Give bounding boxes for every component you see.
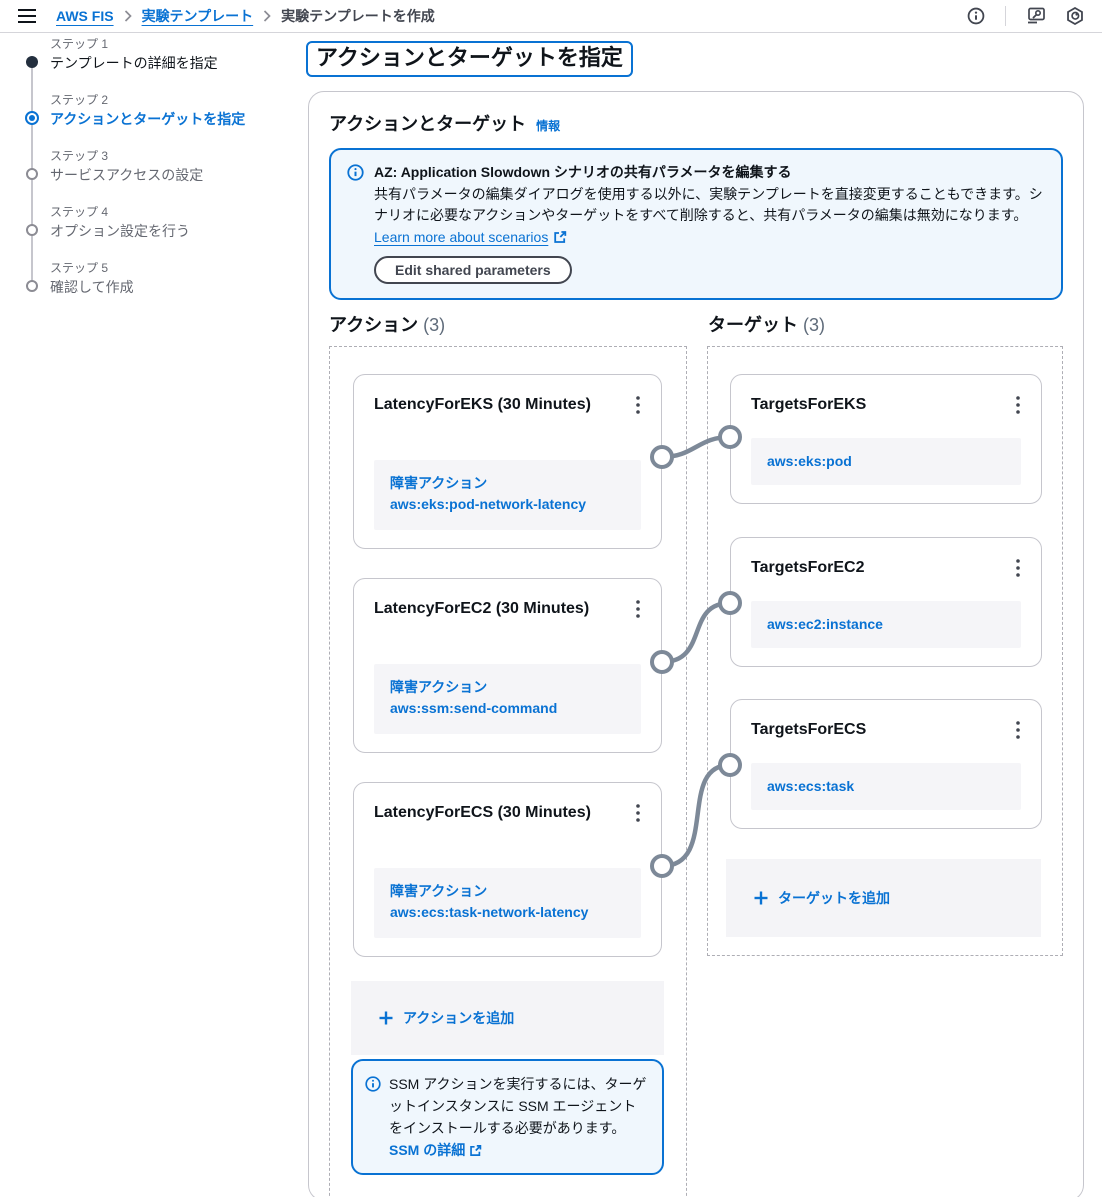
top-navigation-bar: AWS FIS 実験テンプレート 実験テンプレートを作成	[0, 0, 1102, 33]
action-type-value: aws:eks:pod-network-latency	[390, 496, 587, 512]
step-completed-dot-icon	[26, 56, 38, 68]
edit-shared-parameters-button[interactable]: Edit shared parameters	[374, 256, 572, 284]
external-link-icon	[554, 231, 567, 243]
external-link-icon	[470, 1145, 482, 1156]
step-title: サービスアクセスの設定	[50, 167, 204, 183]
plus-icon	[379, 1011, 393, 1025]
wizard-step-1: ステップ 1 テンプレートの詳細を指定	[26, 35, 296, 75]
step-label: ステップ 2	[50, 93, 109, 107]
action-card-title: LatencyForECS (30 Minutes)	[374, 804, 591, 821]
kebab-menu-icon[interactable]	[1009, 720, 1027, 740]
kebab-menu-icon[interactable]	[629, 803, 647, 823]
step-title: オプション設定を行う	[50, 223, 190, 239]
step-title: アクションとターゲットを指定	[50, 111, 246, 127]
breadcrumb-current-page: 実験テンプレートを作成	[281, 8, 435, 24]
info-circle-icon	[365, 1076, 381, 1161]
actions-container: LatencyForEKS (30 Minutes) 障害アクション aws:e…	[329, 346, 687, 1197]
info-circle-icon	[347, 164, 364, 284]
targets-container: TargetsForEKS aws:eks:pod TargetsForEC2 …	[707, 346, 1063, 956]
target-resource-type: aws:eks:pod	[767, 453, 852, 469]
action-card-title: LatencyForEC2 (30 Minutes)	[374, 600, 590, 617]
ssm-alert-text: SSM アクションを実行するには、ターゲットインスタンスに SSM エージェント…	[389, 1076, 647, 1158]
action-card-latency-for-eks[interactable]: LatencyForEKS (30 Minutes) 障害アクション aws:e…	[353, 374, 662, 549]
action-detail-box: 障害アクション aws:eks:pod-network-latency	[374, 460, 641, 530]
wizard-step-5: ステップ 5 確認して作成	[26, 259, 296, 299]
step-upcoming-circle-icon	[26, 280, 38, 292]
step-label: ステップ 1	[50, 37, 109, 51]
breadcrumb: AWS FIS 実験テンプレート 実験テンプレートを作成	[56, 6, 435, 26]
step-label: ステップ 4	[50, 205, 109, 219]
hamburger-menu-icon[interactable]	[14, 3, 40, 29]
wizard-step-4: ステップ 4 オプション設定を行う	[26, 203, 296, 243]
breadcrumb-separator-icon	[263, 10, 271, 22]
action-detail-box: 障害アクション aws:ssm:send-command	[374, 664, 641, 734]
wizard-steps-nav: ステップ 1 テンプレートの詳細を指定 ステップ 2 アクションとターゲットを指…	[25, 35, 296, 315]
alert-body: 共有パラメータの編集ダイアログを使用する以外に、実験テンプレートを直接変更するこ…	[374, 186, 1043, 223]
section-title: アクションとターゲット	[329, 114, 527, 134]
add-action-button[interactable]: アクションを追加	[351, 981, 664, 1055]
target-card-title: TargetsForEC2	[751, 559, 865, 576]
target-card-targets-for-eks[interactable]: TargetsForEKS aws:eks:pod	[730, 374, 1042, 504]
step-current-radio-icon	[25, 111, 39, 125]
target-card-targets-for-ecs[interactable]: TargetsForECS aws:ecs:task	[730, 699, 1042, 829]
scenario-info-alert: AZ: Application Slowdown シナリオの共有パラメータを編集…	[329, 148, 1063, 300]
add-target-button[interactable]: ターゲットを追加	[726, 859, 1041, 937]
step-label: ステップ 3	[50, 149, 109, 163]
step-upcoming-circle-icon	[26, 224, 38, 236]
monitor-tools-icon[interactable]	[1026, 7, 1046, 25]
action-type-value: aws:ssm:send-command	[390, 700, 558, 716]
actions-targets-panel: アクションとターゲット 情報 AZ: Application Slowdown …	[308, 91, 1084, 1197]
info-icon[interactable]	[967, 7, 985, 25]
target-card-title: TargetsForECS	[751, 721, 867, 738]
learn-more-link[interactable]: Learn more about scenarios	[374, 229, 549, 245]
kebab-menu-icon[interactable]	[629, 395, 647, 415]
action-detail-box: 障害アクション aws:ecs:task-network-latency	[374, 868, 641, 938]
target-resource-type: aws:ecs:task	[767, 778, 855, 794]
ssm-info-alert: SSM アクションを実行するには、ターゲットインスタンスに SSM エージェント…	[351, 1059, 664, 1175]
actions-column-header: アクション (3)	[329, 315, 446, 335]
step-title[interactable]: テンプレートの詳細を指定	[50, 55, 218, 71]
step-upcoming-circle-icon	[26, 168, 38, 180]
target-card-targets-for-ec2[interactable]: TargetsForEC2 aws:ec2:instance	[730, 537, 1042, 667]
settings-hexagon-icon[interactable]	[1066, 7, 1084, 25]
breadcrumb-link-experiment-templates[interactable]: 実験テンプレート	[141, 8, 254, 24]
target-resource-type: aws:ec2:instance	[767, 616, 883, 632]
action-card-latency-for-ec2[interactable]: LatencyForEC2 (30 Minutes) 障害アクション aws:s…	[353, 578, 662, 753]
step-title: 確認して作成	[50, 279, 134, 295]
kebab-menu-icon[interactable]	[1009, 558, 1027, 578]
kebab-menu-icon[interactable]	[1009, 395, 1027, 415]
target-detail-box: aws:ecs:task	[751, 763, 1021, 810]
target-card-title: TargetsForEKS	[751, 396, 867, 413]
page-title: アクションとターゲットを指定	[306, 41, 633, 77]
topbar-divider	[1005, 6, 1006, 26]
target-detail-box: aws:eks:pod	[751, 438, 1021, 485]
target-detail-box: aws:ec2:instance	[751, 601, 1021, 648]
wizard-step-2: ステップ 2 アクションとターゲットを指定	[25, 91, 296, 131]
step-label: ステップ 5	[50, 261, 109, 275]
action-type-value: aws:ecs:task-network-latency	[390, 904, 589, 920]
action-type-label: 障害アクション	[390, 679, 488, 695]
ssm-details-link[interactable]: SSM の詳細	[389, 1142, 482, 1158]
targets-count: (3)	[803, 315, 826, 335]
kebab-menu-icon[interactable]	[629, 599, 647, 619]
breadcrumb-link-aws-fis[interactable]: AWS FIS	[56, 8, 114, 24]
action-type-label: 障害アクション	[390, 475, 488, 491]
targets-column-header: ターゲット (3)	[708, 315, 826, 335]
actions-count: (3)	[423, 315, 446, 335]
info-link[interactable]: 情報	[536, 119, 561, 133]
action-type-label: 障害アクション	[390, 883, 488, 899]
alert-title: AZ: Application Slowdown シナリオの共有パラメータを編集…	[374, 164, 792, 180]
plus-icon	[754, 891, 768, 905]
wizard-step-3: ステップ 3 サービスアクセスの設定	[26, 147, 296, 187]
action-card-title: LatencyForEKS (30 Minutes)	[374, 396, 591, 413]
action-card-latency-for-ecs[interactable]: LatencyForECS (30 Minutes) 障害アクション aws:e…	[353, 782, 662, 957]
breadcrumb-separator-icon	[124, 10, 132, 22]
